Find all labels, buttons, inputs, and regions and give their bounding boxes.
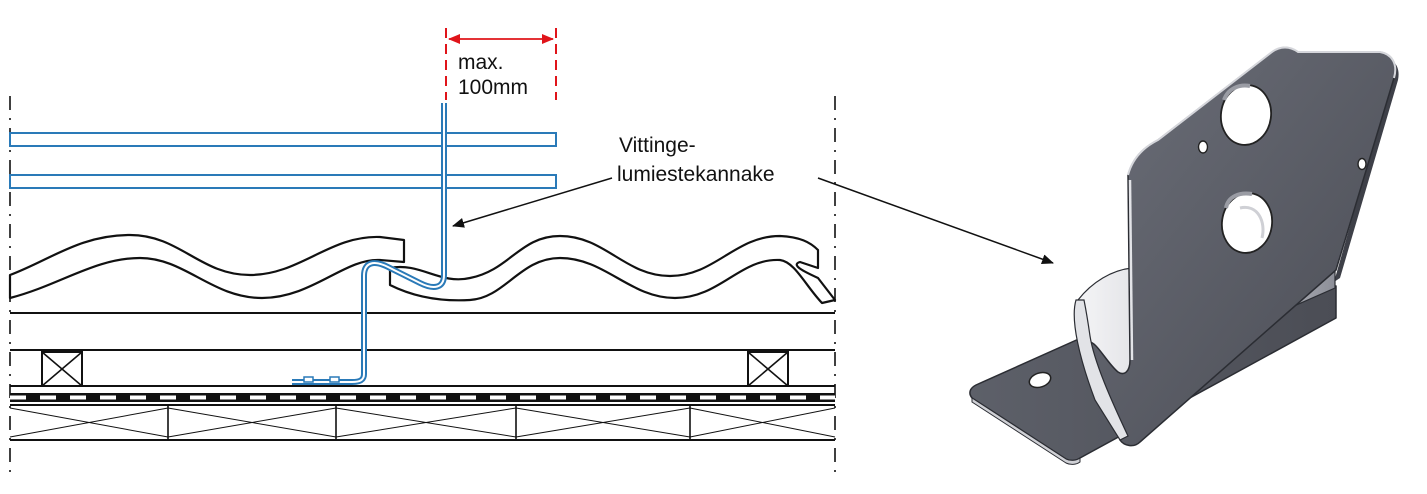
pointer-arrow-right (817, 177, 1054, 264)
pointer-arrow-left (452, 177, 613, 228)
roof-section: max. 100mm (8, 28, 837, 475)
snow-bar-lower (9, 174, 557, 189)
small-hole-left (1197, 140, 1209, 154)
small-hole-right (1357, 157, 1367, 171)
counter-batten-right (747, 351, 789, 387)
roof-sheet-right (388, 234, 837, 305)
base-mount-hole (1028, 371, 1052, 389)
max-label: max. (458, 51, 504, 74)
upper-large-hole (1219, 84, 1273, 146)
bracket-label-line2: lumiestekannake (617, 163, 775, 186)
counter-batten-left (41, 351, 83, 387)
distance-label: 100mm (458, 76, 528, 99)
roof-sheet-left (8, 233, 406, 300)
bracket-label-line1: Vittinge- (619, 134, 696, 157)
snow-guard-bracket-3d (969, 46, 1399, 465)
underlay-strip (10, 393, 835, 402)
snow-guard-bracket-profile (292, 103, 447, 385)
insulation-layer (9, 404, 836, 441)
dimension-max-distance (445, 28, 557, 100)
snow-bar-upper (9, 132, 557, 147)
